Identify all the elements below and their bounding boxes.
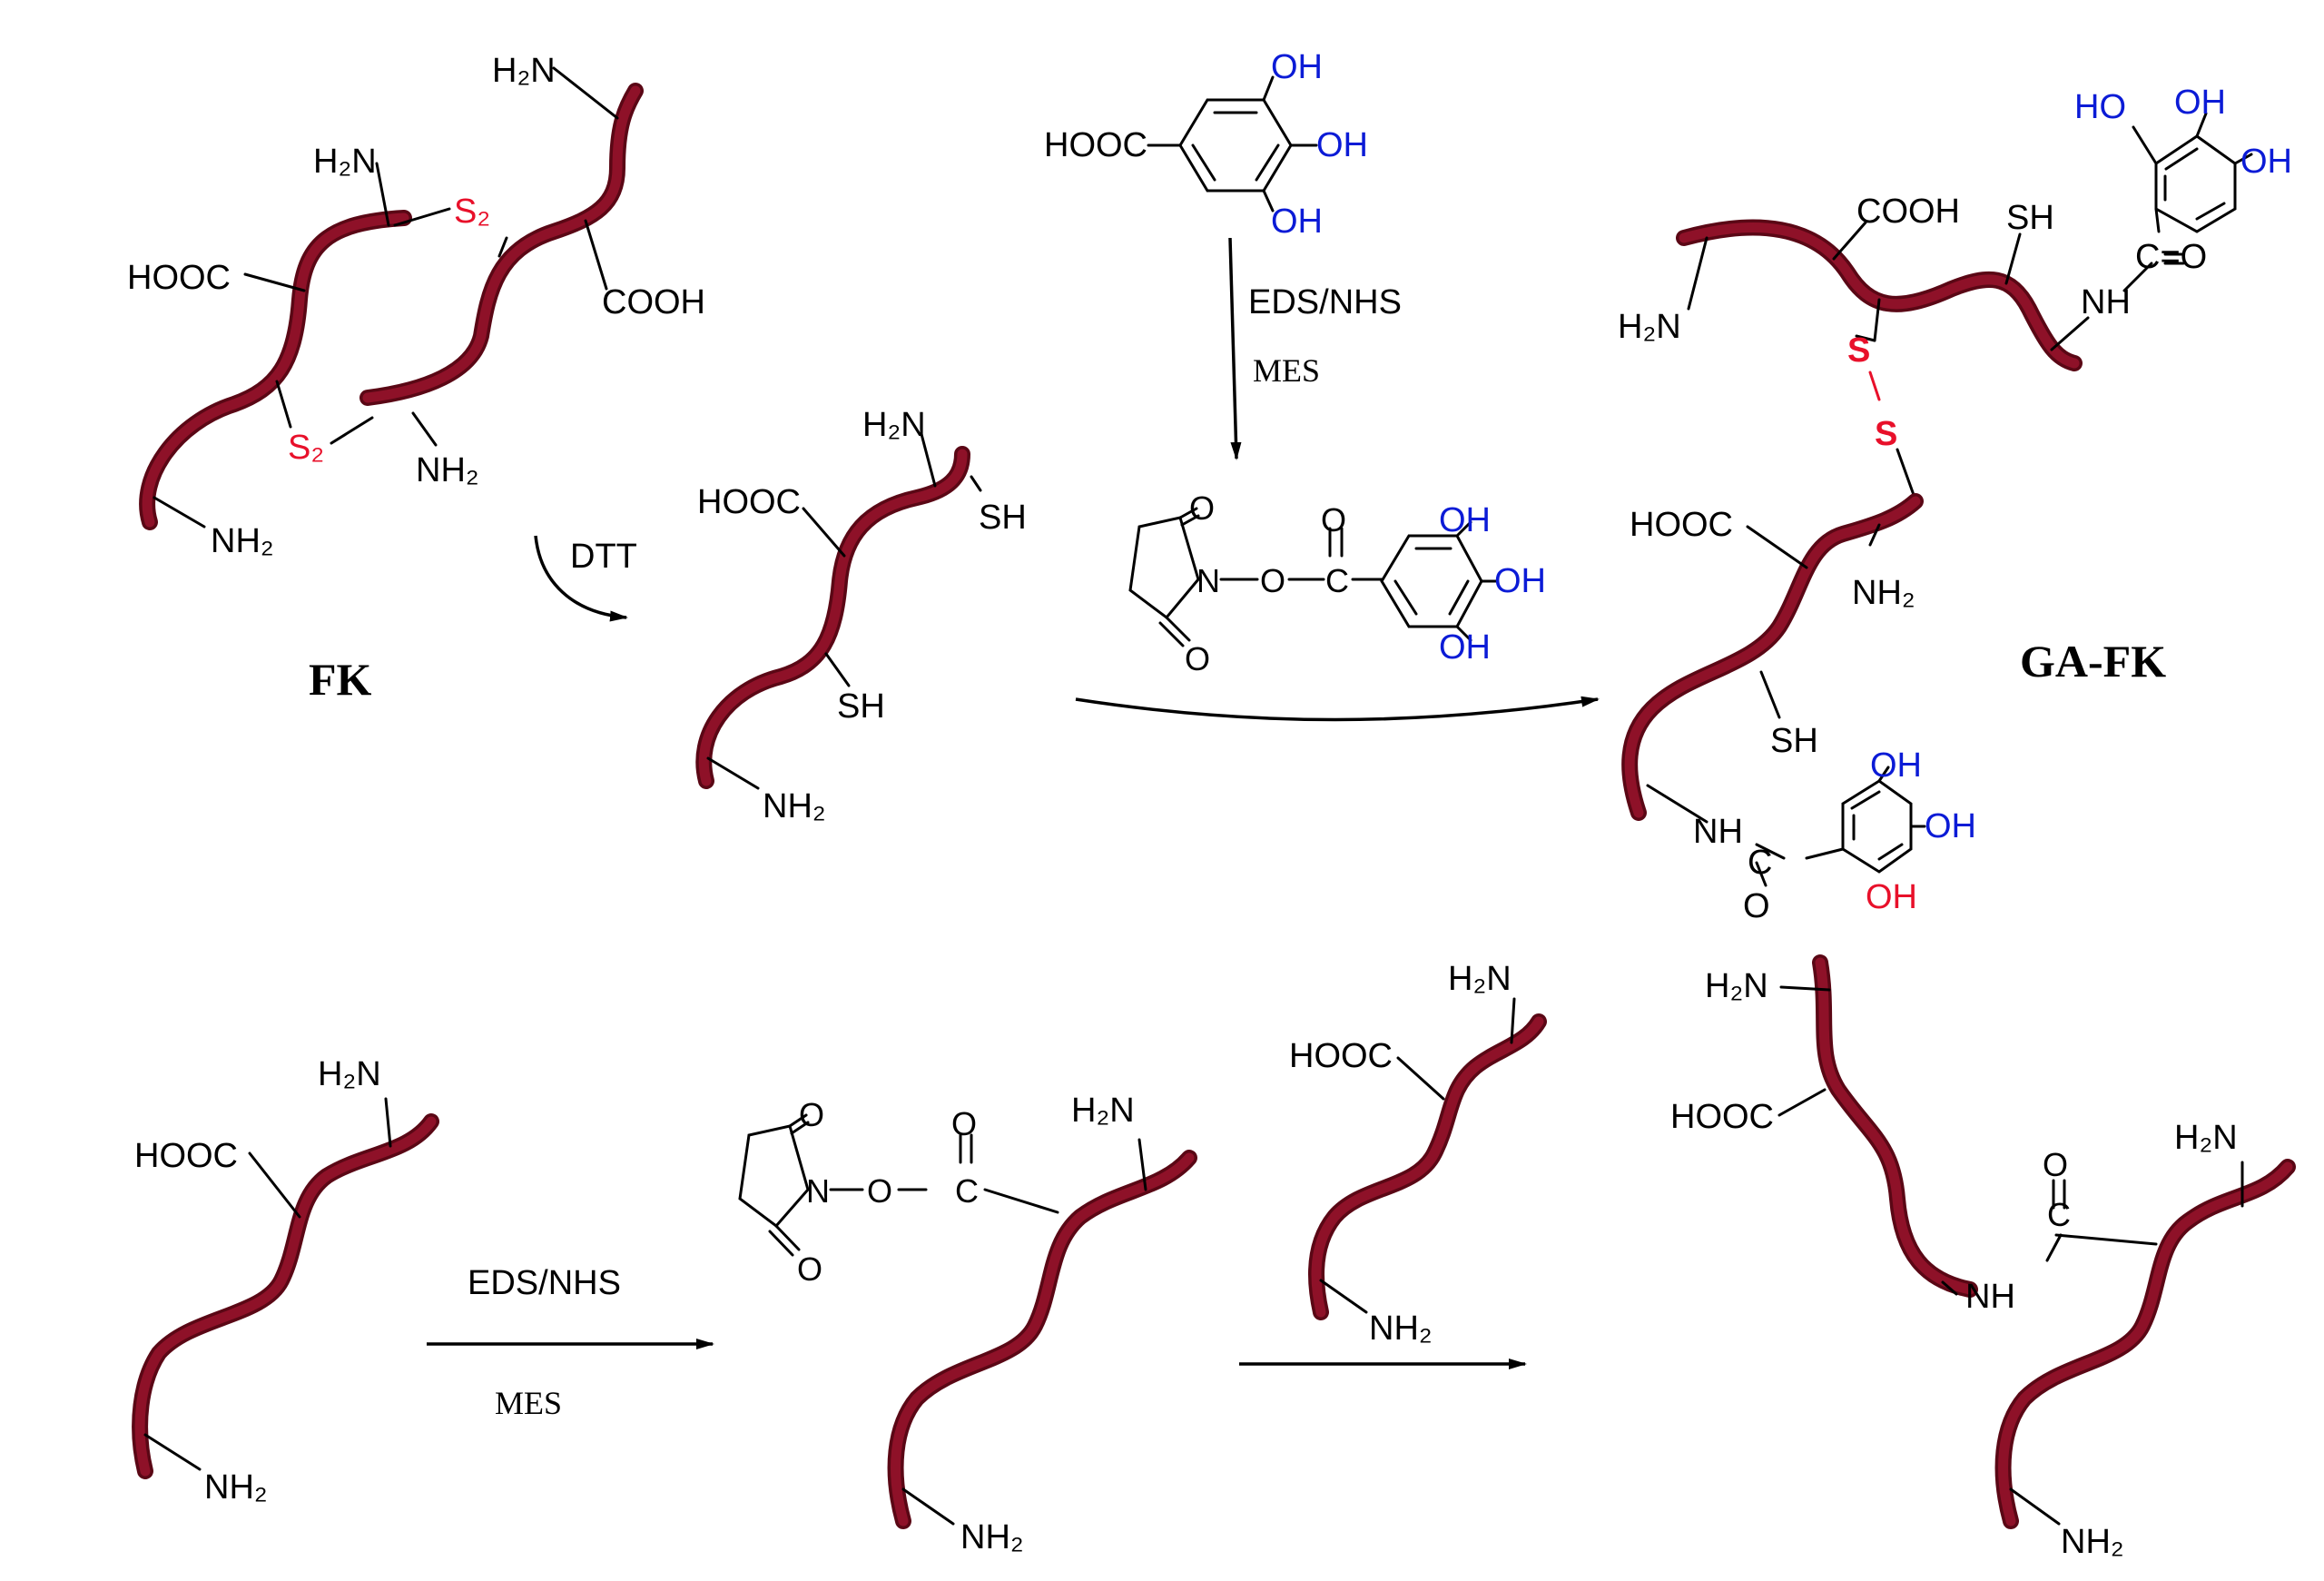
ga-fk-hydroxyl-upper-a: OH	[2174, 84, 2226, 122]
ga-fk-label: GA-FK	[2020, 636, 2166, 687]
activation-step: EDS/NHS MES	[1228, 237, 1402, 460]
monomer-amine-bottom: NH₂	[204, 1468, 268, 1507]
product-amine-top: H₂N	[1705, 967, 1768, 1005]
gallic-hydroxyl-mid: OH	[1316, 126, 1368, 164]
ga-fk-carboxyl-lower: HOOC	[1630, 506, 1733, 544]
crosslinked-product: H₂N HOOC O C NH H₂N NH₂	[1670, 954, 2296, 1561]
activated-amine-top: H₂N	[1071, 1092, 1135, 1130]
partner-amine-top: H₂N	[1448, 960, 1512, 998]
nhs-gallate-hydroxyl-mid: OH	[1494, 562, 1546, 600]
fk-ribbon-left	[142, 212, 409, 528]
ga-fk-thiol-lower: SH	[1770, 722, 1818, 760]
ga-fk-product: H₂N COOH SH NH C=O HO OH OH S S HOOC NH₂…	[1618, 84, 2292, 925]
ga-fk-thiol-upper: SH	[2006, 199, 2054, 237]
fk-monomer: H₂N HOOC NH₂	[132, 1055, 439, 1507]
ga-fk-amide-carbonyl-upper: C=O	[2135, 238, 2207, 276]
partner-ribbon	[1311, 1016, 1544, 1318]
product-amide-oxygen: O	[2043, 1146, 2068, 1183]
monomer-amine-top: H₂N	[318, 1055, 381, 1093]
product-amine-right: H₂N	[2174, 1119, 2238, 1157]
ga-fk-ribbon-lower	[1624, 496, 1921, 818]
coupling-partner: H₂N HOOC NH₂	[1289, 960, 1547, 1348]
fk-label: FK	[309, 654, 372, 705]
monomer-activation-buffer: MES	[495, 1385, 562, 1421]
ga-fk-hydroxyl-upper-b: OH	[2240, 143, 2292, 181]
reduced-fk-ribbon	[698, 449, 968, 786]
reduced-thiol-upper: SH	[979, 499, 1027, 537]
ga-fk-carboxyl-upper: COOH	[1856, 193, 1960, 231]
activated-ribbon	[891, 1152, 1195, 1527]
reduced-fk: H₂N SH HOOC SH NH₂	[695, 406, 1027, 825]
activated-ester-carbonyl-oxygen: O	[951, 1105, 977, 1142]
ga-fk-amide-oxygen-lower: O	[1743, 887, 1770, 925]
gallic-acid: HOOC OH OH OH	[1044, 48, 1368, 241]
gallic-hydroxyl-bottom: OH	[1271, 203, 1323, 241]
gallic-hydroxyl-top: OH	[1271, 48, 1323, 86]
monomer-activation-step: EDS/NHS MES	[427, 1264, 714, 1421]
nhs-gallate-hydroxyl-bottom: OH	[1439, 628, 1491, 667]
conjugation-arrow	[1075, 696, 1600, 722]
ga-fk-hydroxyl-lower-a: OH	[1870, 746, 1922, 785]
ester-carbon: C	[1325, 562, 1349, 599]
monomer-ribbon	[134, 1116, 437, 1477]
partner-carboxyl: HOOC	[1289, 1037, 1393, 1075]
fk-amine-top: H₂N	[492, 52, 556, 90]
product-amide-nh: NH	[1965, 1278, 2015, 1316]
activated-ester-oxygen: O	[867, 1172, 892, 1210]
activated-ester-carbon: C	[955, 1172, 979, 1210]
activated-amine-bottom: NH₂	[960, 1518, 1024, 1556]
ester-carbonyl-oxygen: O	[1321, 501, 1346, 539]
fk-disulfide-lower: S₂	[288, 429, 324, 467]
nhs-nitrogen: N	[1196, 562, 1220, 599]
activated-carbonyl-oxygen-top: O	[799, 1096, 824, 1133]
fk-ribbon-right	[362, 85, 641, 403]
fk-amine-mid: NH₂	[416, 451, 479, 489]
nhs-carbonyl-oxygen-bottom: O	[1185, 640, 1210, 677]
nhs-carbonyl-oxygen-top: O	[1189, 489, 1215, 527]
ga-fk-hydroxyl-ho: HO	[2074, 88, 2126, 126]
gallic-carboxyl: HOOC	[1044, 126, 1147, 164]
nhs-ester-oxygen: O	[1260, 562, 1285, 599]
activated-monomer: O N O O O C H₂N NH₂	[738, 1092, 1197, 1556]
fk-carboxyl-right: COOH	[602, 283, 705, 321]
monomer-carboxyl: HOOC	[134, 1137, 238, 1175]
fk-amine-upper: H₂N	[313, 143, 377, 181]
fk-carboxyl-left: HOOC	[127, 259, 231, 297]
fk-amine-bottom: NH₂	[211, 522, 274, 560]
product-carboxyl: HOOC	[1670, 1098, 1774, 1136]
reduced-carboxyl: HOOC	[697, 483, 801, 521]
product-ribbon-right	[1998, 1161, 2293, 1527]
dtt-step: DTT	[534, 535, 637, 622]
ga-fk-ribbon-upper	[1679, 222, 2080, 369]
reduced-amine-bottom: NH₂	[763, 787, 826, 825]
ga-fk-hydroxyl-lower-c: OH	[1866, 878, 1917, 916]
ga-fk-amide-nh-upper: NH	[2081, 283, 2131, 321]
reduced-thiol-lower: SH	[837, 687, 885, 726]
product-amine-bottom: NH₂	[2061, 1523, 2124, 1561]
dtt-label: DTT	[570, 538, 637, 576]
reduced-amine-top: H₂N	[862, 406, 926, 444]
ga-fk-amide-nh-lower: NH	[1693, 813, 1743, 851]
product-ribbon-left	[1815, 957, 1975, 1295]
activation-buffer: MES	[1253, 352, 1320, 389]
ga-fk-sulfur-b: S	[1875, 415, 1897, 453]
ga-fk-amide-carbon-lower: C	[1748, 844, 1772, 882]
ga-fk-amine-upper: H₂N	[1618, 308, 1681, 346]
ga-fk-amine-mid: NH₂	[1852, 574, 1915, 612]
nhs-gallate-ester: O N O O O C OH OH OH	[1128, 489, 1546, 677]
fk-disulfide-upper: S₂	[454, 193, 490, 231]
partner-amine-bottom: NH₂	[1369, 1309, 1433, 1348]
ga-fk-hydroxyl-lower-b: OH	[1925, 807, 1976, 845]
ga-fk-sulfur-a: S	[1847, 331, 1870, 370]
activation-reagent: EDS/NHS	[1248, 283, 1402, 321]
activated-nitrogen: N	[806, 1172, 830, 1210]
nhs-gallate-hydroxyl-top: OH	[1439, 501, 1491, 539]
fk-dimer: H₂N H₂N S₂ HOOC COOH S₂ NH₂ NH₂ FK	[127, 52, 705, 705]
activated-carbonyl-oxygen-bottom: O	[797, 1250, 822, 1288]
monomer-activation-reagent: EDS/NHS	[468, 1264, 621, 1302]
product-amide-carbon: C	[2047, 1196, 2071, 1233]
